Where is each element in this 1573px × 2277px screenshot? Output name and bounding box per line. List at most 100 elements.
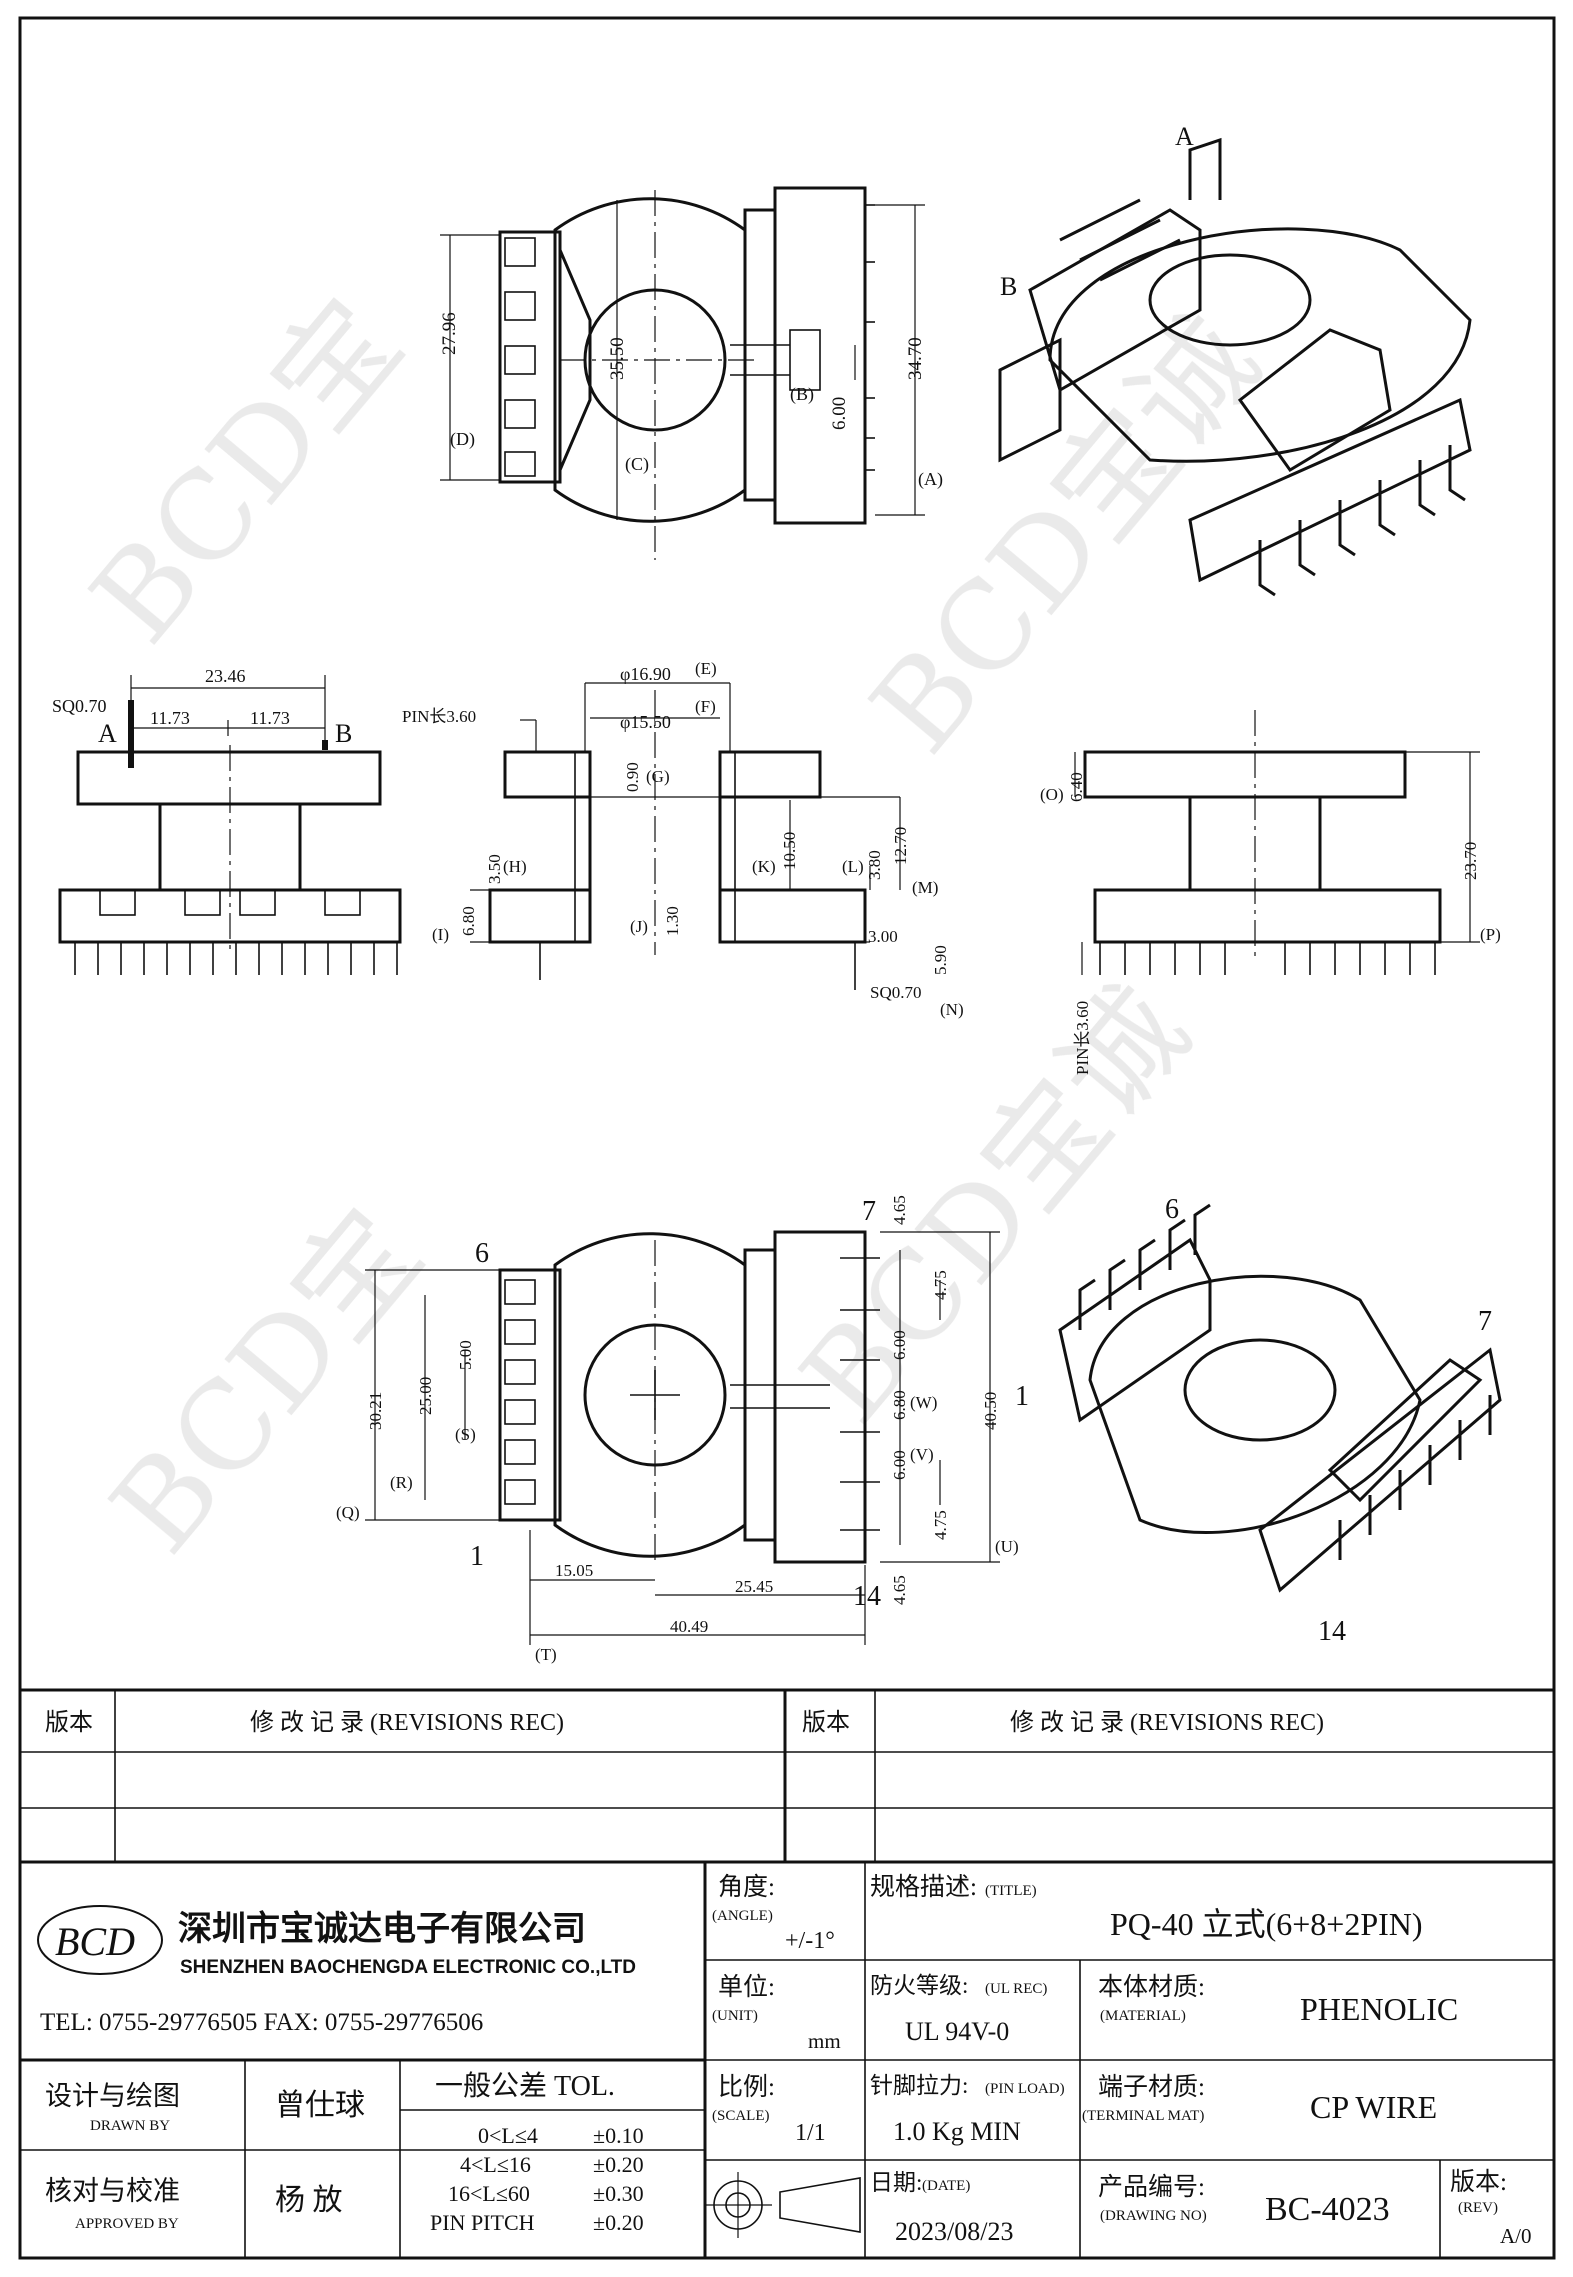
label-p: (P) <box>1480 925 1501 944</box>
label-c: (C) <box>625 454 649 475</box>
dim-23-70: 23.70 <box>1461 842 1480 880</box>
dim-6-40: 6.40 <box>1067 772 1086 802</box>
dim-4-65-top: 4.65 <box>890 1195 909 1225</box>
material-value: PHENOLIC <box>1300 1991 1458 2027</box>
drawing-no-value: BC-4023 <box>1265 2191 1390 2228</box>
dim-5-00: 5.00 <box>456 1340 475 1370</box>
dim-10-50: 10.50 <box>780 832 799 870</box>
dim-sq-0-70-section: SQ0.70 <box>870 983 921 1002</box>
terminal-en: (TERMINAL MAT) <box>1082 2108 1204 2124</box>
ul-label: 防火等级: <box>870 1973 968 1998</box>
title-label: 规格描述: <box>870 1873 977 1901</box>
dim-25-00: 25.00 <box>416 1377 435 1415</box>
company-logo: BCD <box>37 1905 163 1975</box>
company-name-cn: 深圳市宝诚达电子有限公司 <box>178 1909 586 1948</box>
terminal-label: 端子材质: <box>1098 2073 1205 2101</box>
drawing-no-en: (DRAWING NO) <box>1100 2208 1207 2224</box>
dim-30-21: 30.21 <box>366 1392 385 1430</box>
drawn-by-value: 曾仕球 <box>275 2089 365 2122</box>
label-n: (N) <box>940 1000 964 1019</box>
dim-27-96: 27.96 <box>439 312 460 355</box>
tol-value-2: ±0.20 <box>593 2152 644 2177</box>
title-block: BCD 深圳市宝诚达电子有限公司 SHENZHEN BAOCHENGDA ELE… <box>20 1862 1554 2258</box>
label-k: (K) <box>752 857 776 876</box>
label-l: (L) <box>842 857 864 876</box>
label-w: (W) <box>910 1393 937 1412</box>
ul-en: (UL REC) <box>985 1981 1047 1997</box>
dim-4-65-bottom: 4.65 <box>890 1575 909 1605</box>
dim-3-00: 3.00 <box>868 927 898 946</box>
dim-phi-16-90: φ16.90 <box>620 664 671 684</box>
label-s: (S) <box>455 1425 476 1444</box>
label-f: (F) <box>695 697 716 716</box>
date-label: 日期: <box>870 2170 922 2195</box>
label-b: (B) <box>790 384 814 405</box>
front-label-a: A <box>98 719 117 748</box>
dim-phi-15-50: φ15.50 <box>620 712 671 732</box>
terminal-value: CP WIRE <box>1310 2089 1437 2125</box>
iso-label-a: A <box>1175 122 1194 151</box>
rev-col-record-left: 修 改 记 录 (REVISIONS REC) <box>250 1709 564 1736</box>
label-i: (I) <box>432 925 449 944</box>
title-value: PQ-40 立式(6+8+2PIN) <box>1110 1906 1423 1942</box>
pin-1: 1 <box>470 1541 484 1572</box>
iso-view-bottom: 6 7 1 14 <box>1015 1194 1502 1647</box>
projection-symbol <box>705 2172 861 2238</box>
angle-en: (ANGLE) <box>712 1908 773 1924</box>
tol-value-3: ±0.30 <box>593 2181 644 2206</box>
company-name-en: SHENZHEN BAOCHENGDA ELECTRONIC CO.,LTD <box>180 1957 636 1978</box>
dim-3-80: 3.80 <box>865 850 884 880</box>
dim-11-73-left: 11.73 <box>150 708 190 728</box>
front-label-b: B <box>335 719 352 748</box>
iso-pin-1: 1 <box>1015 1381 1029 1412</box>
svg-text:BCD: BCD <box>55 1919 135 1964</box>
dim-sq-0-70: SQ0.70 <box>52 696 107 716</box>
side-view: 6.40 23.70 PIN长3.60 (O) (P) <box>1040 710 1501 1075</box>
scale-label: 比例: <box>718 2073 775 2101</box>
dim-34-70: 34.70 <box>905 337 926 380</box>
title-en: (TITLE) <box>985 1883 1037 1899</box>
tol-range-2: 4<L≤16 <box>460 2152 531 2177</box>
dim-25-45: 25.45 <box>735 1577 773 1596</box>
material-label: 本体材质: <box>1098 1973 1205 2001</box>
pin-6: 6 <box>475 1238 489 1269</box>
label-m: (M) <box>912 878 938 897</box>
label-o: (O) <box>1040 785 1064 804</box>
dim-4-75-bottom: 4.75 <box>931 1510 950 1540</box>
svg-text:BCD宝: BCD宝 <box>66 274 429 669</box>
drawing-no-label: 产品编号: <box>1098 2173 1205 2201</box>
section-view: PIN长3.60 φ16.90 φ15.50 0.90 3.50 6.80 1.… <box>402 659 964 1019</box>
pin-b <box>322 740 328 750</box>
dim-6-00: 6.00 <box>829 397 850 430</box>
label-g: (G) <box>646 767 670 786</box>
material-en: (MATERIAL) <box>1100 2008 1186 2024</box>
unit-label: 单位: <box>718 1973 775 2001</box>
dim-5-90: 5.90 <box>931 945 950 975</box>
unit-en: (UNIT) <box>712 2008 758 2024</box>
tol-range-1: 0<L≤4 <box>478 2123 538 2148</box>
pin-14: 14 <box>853 1581 881 1612</box>
dim-12-70: 12.70 <box>891 827 910 865</box>
dim-4-75-top: 4.75 <box>931 1270 950 1300</box>
tol-value-4: ±0.20 <box>593 2210 644 2235</box>
approved-by-value: 杨 放 <box>275 2184 343 2217</box>
unit-value: mm <box>808 2029 841 2053</box>
date-value: 2023/08/23 <box>895 2217 1013 2246</box>
dim-6-80: 6.80 <box>459 906 478 936</box>
scale-en: (SCALE) <box>712 2108 770 2124</box>
tol-value-1: ±0.10 <box>593 2123 644 2148</box>
pin-a <box>128 700 134 768</box>
company-tel-fax: TEL: 0755-29776505 FAX: 0755-29776506 <box>40 2009 483 2036</box>
iso-view-top: A B <box>998 122 1472 597</box>
dim-pin-length-side: PIN长3.60 <box>1073 1001 1092 1075</box>
dim-6-00-bottom: 6.00 <box>890 1450 909 1480</box>
angle-label: 角度: <box>718 1873 775 1901</box>
pin-load-value: 1.0 Kg MIN <box>893 2117 1021 2146</box>
dim-15-05: 15.05 <box>555 1561 593 1580</box>
label-d: (D) <box>450 429 475 450</box>
label-r: (R) <box>390 1473 413 1492</box>
top-view: 27.96 35.50 34.70 6.00 (D) (C) (B) (A) <box>439 186 943 560</box>
label-u: (U) <box>995 1537 1019 1556</box>
rev-col-record-right: 修 改 记 录 (REVISIONS REC) <box>1010 1709 1324 1736</box>
